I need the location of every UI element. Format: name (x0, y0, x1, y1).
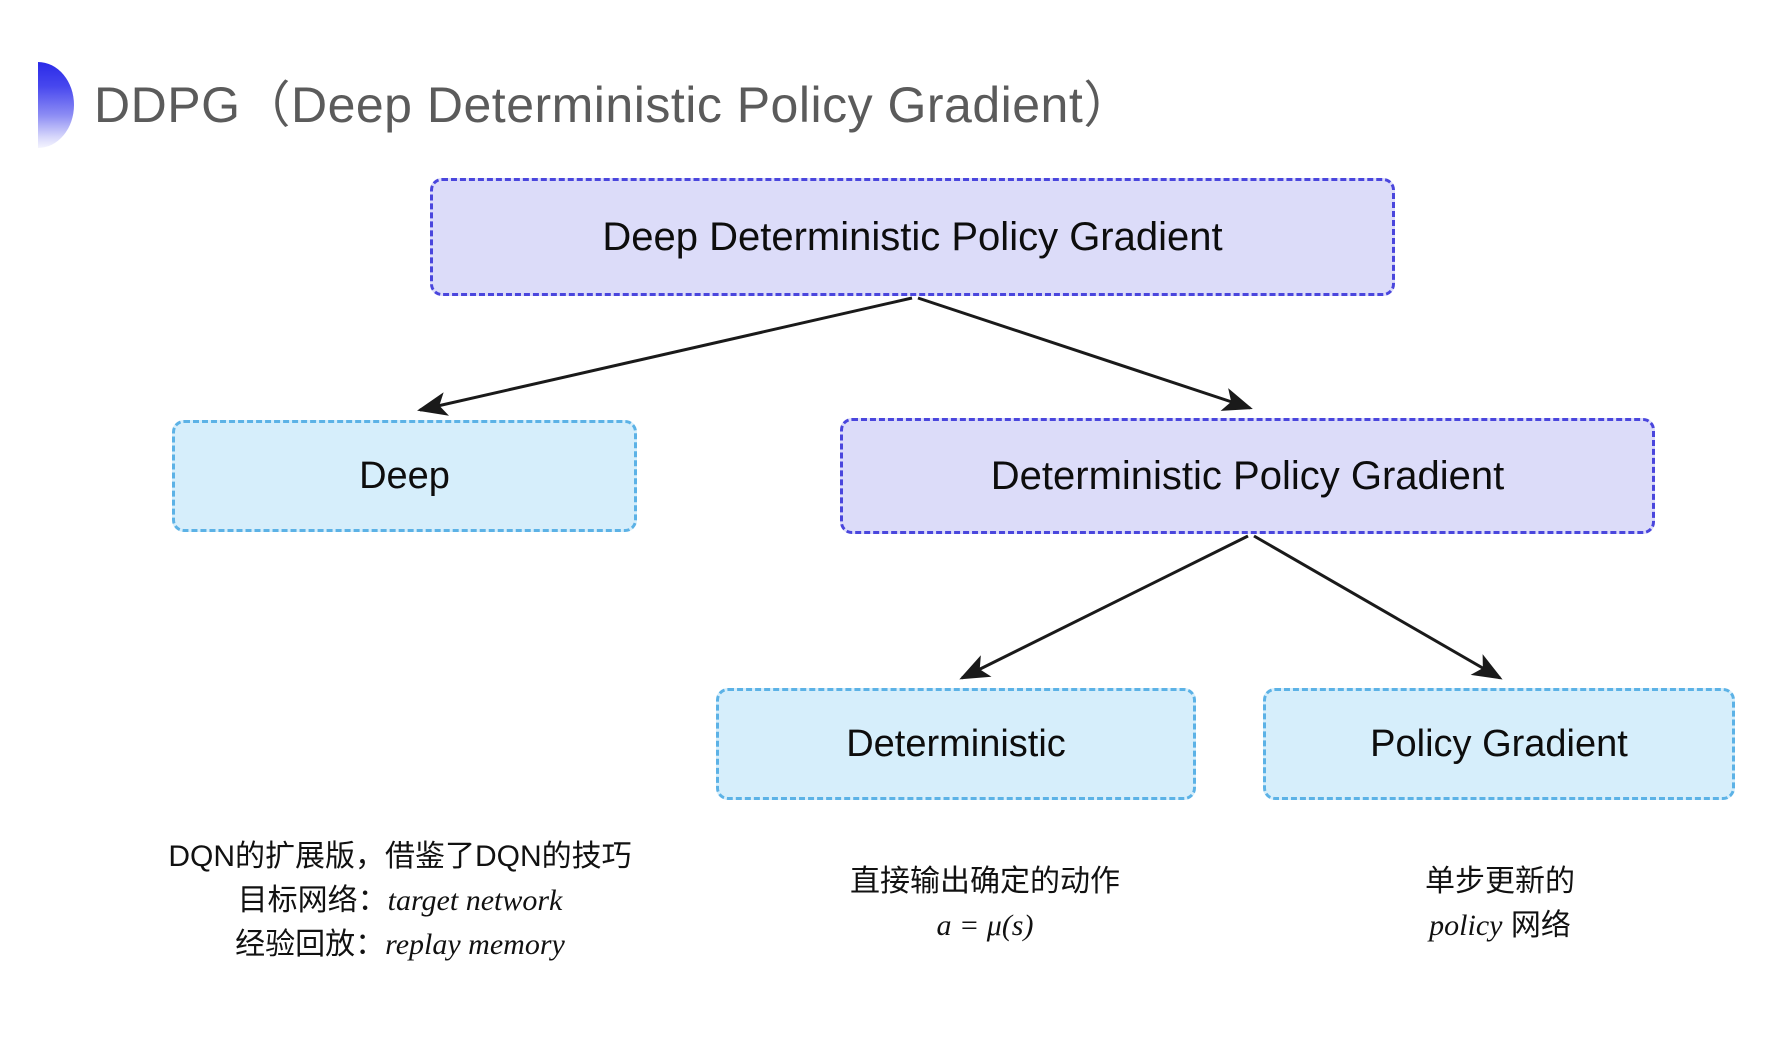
annotation-policy-gradient-line1: 单步更新的 (1425, 865, 1575, 898)
annotation-deep-line2-label: 目标网络： (237, 883, 388, 917)
edge-root-to-deep (417, 296, 913, 416)
annotation-deterministic-line1: 直接输出确定的动作 (850, 865, 1120, 898)
annotation-policy-gradient-line2: policy 网络 (1300, 904, 1700, 948)
node-deep-deterministic-policy-gradient[interactable]: Deep Deterministic Policy Gradient (430, 178, 1395, 296)
annotation-deep: DQN的扩展版，借鉴了DQN的技巧 目标网络：target network 经验… (130, 835, 670, 966)
edge-root-to-dpg (917, 296, 1253, 411)
node-deterministic[interactable]: Deterministic (716, 688, 1196, 800)
annotation-deterministic-formula: a = μ(s) (936, 908, 1034, 942)
annotation-deep-line3-term: replay memory (385, 927, 565, 961)
node-root-label: Deep Deterministic Policy Gradient (602, 214, 1223, 259)
edge-dpg-to-deterministic (959, 534, 1249, 680)
annotation-deep-line1: DQN的扩展版，借鉴了DQN的技巧 (168, 840, 632, 873)
title-bullet-decoration (38, 62, 74, 148)
annotation-deep-line3-label: 经验回放： (235, 927, 386, 961)
annotation-policy-gradient-suffix: 网络 (1502, 908, 1571, 942)
node-dpg-label: Deterministic Policy Gradient (990, 453, 1505, 498)
node-policy-gradient[interactable]: Policy Gradient (1263, 688, 1735, 800)
annotation-deep-line2-term: target network (387, 883, 563, 917)
annotation-deterministic: 直接输出确定的动作 a = μ(s) (730, 860, 1240, 948)
node-deep[interactable]: Deep (172, 420, 637, 532)
node-deep-label: Deep (359, 454, 450, 497)
annotation-deep-line3: 经验回放：replay memory (130, 923, 670, 967)
node-deterministic-label: Deterministic (846, 722, 1066, 765)
annotation-deep-line2: 目标网络：target network (130, 879, 670, 923)
page-title: DDPG（Deep Deterministic Policy Gradient） (94, 77, 1134, 133)
edge-dpg-to-policy-gradient (1253, 534, 1503, 680)
annotation-policy-gradient-term: policy (1429, 908, 1503, 942)
annotation-policy-gradient: 单步更新的 policy 网络 (1300, 860, 1700, 948)
node-deterministic-policy-gradient[interactable]: Deterministic Policy Gradient (840, 418, 1655, 534)
node-policy-gradient-label: Policy Gradient (1370, 722, 1628, 765)
